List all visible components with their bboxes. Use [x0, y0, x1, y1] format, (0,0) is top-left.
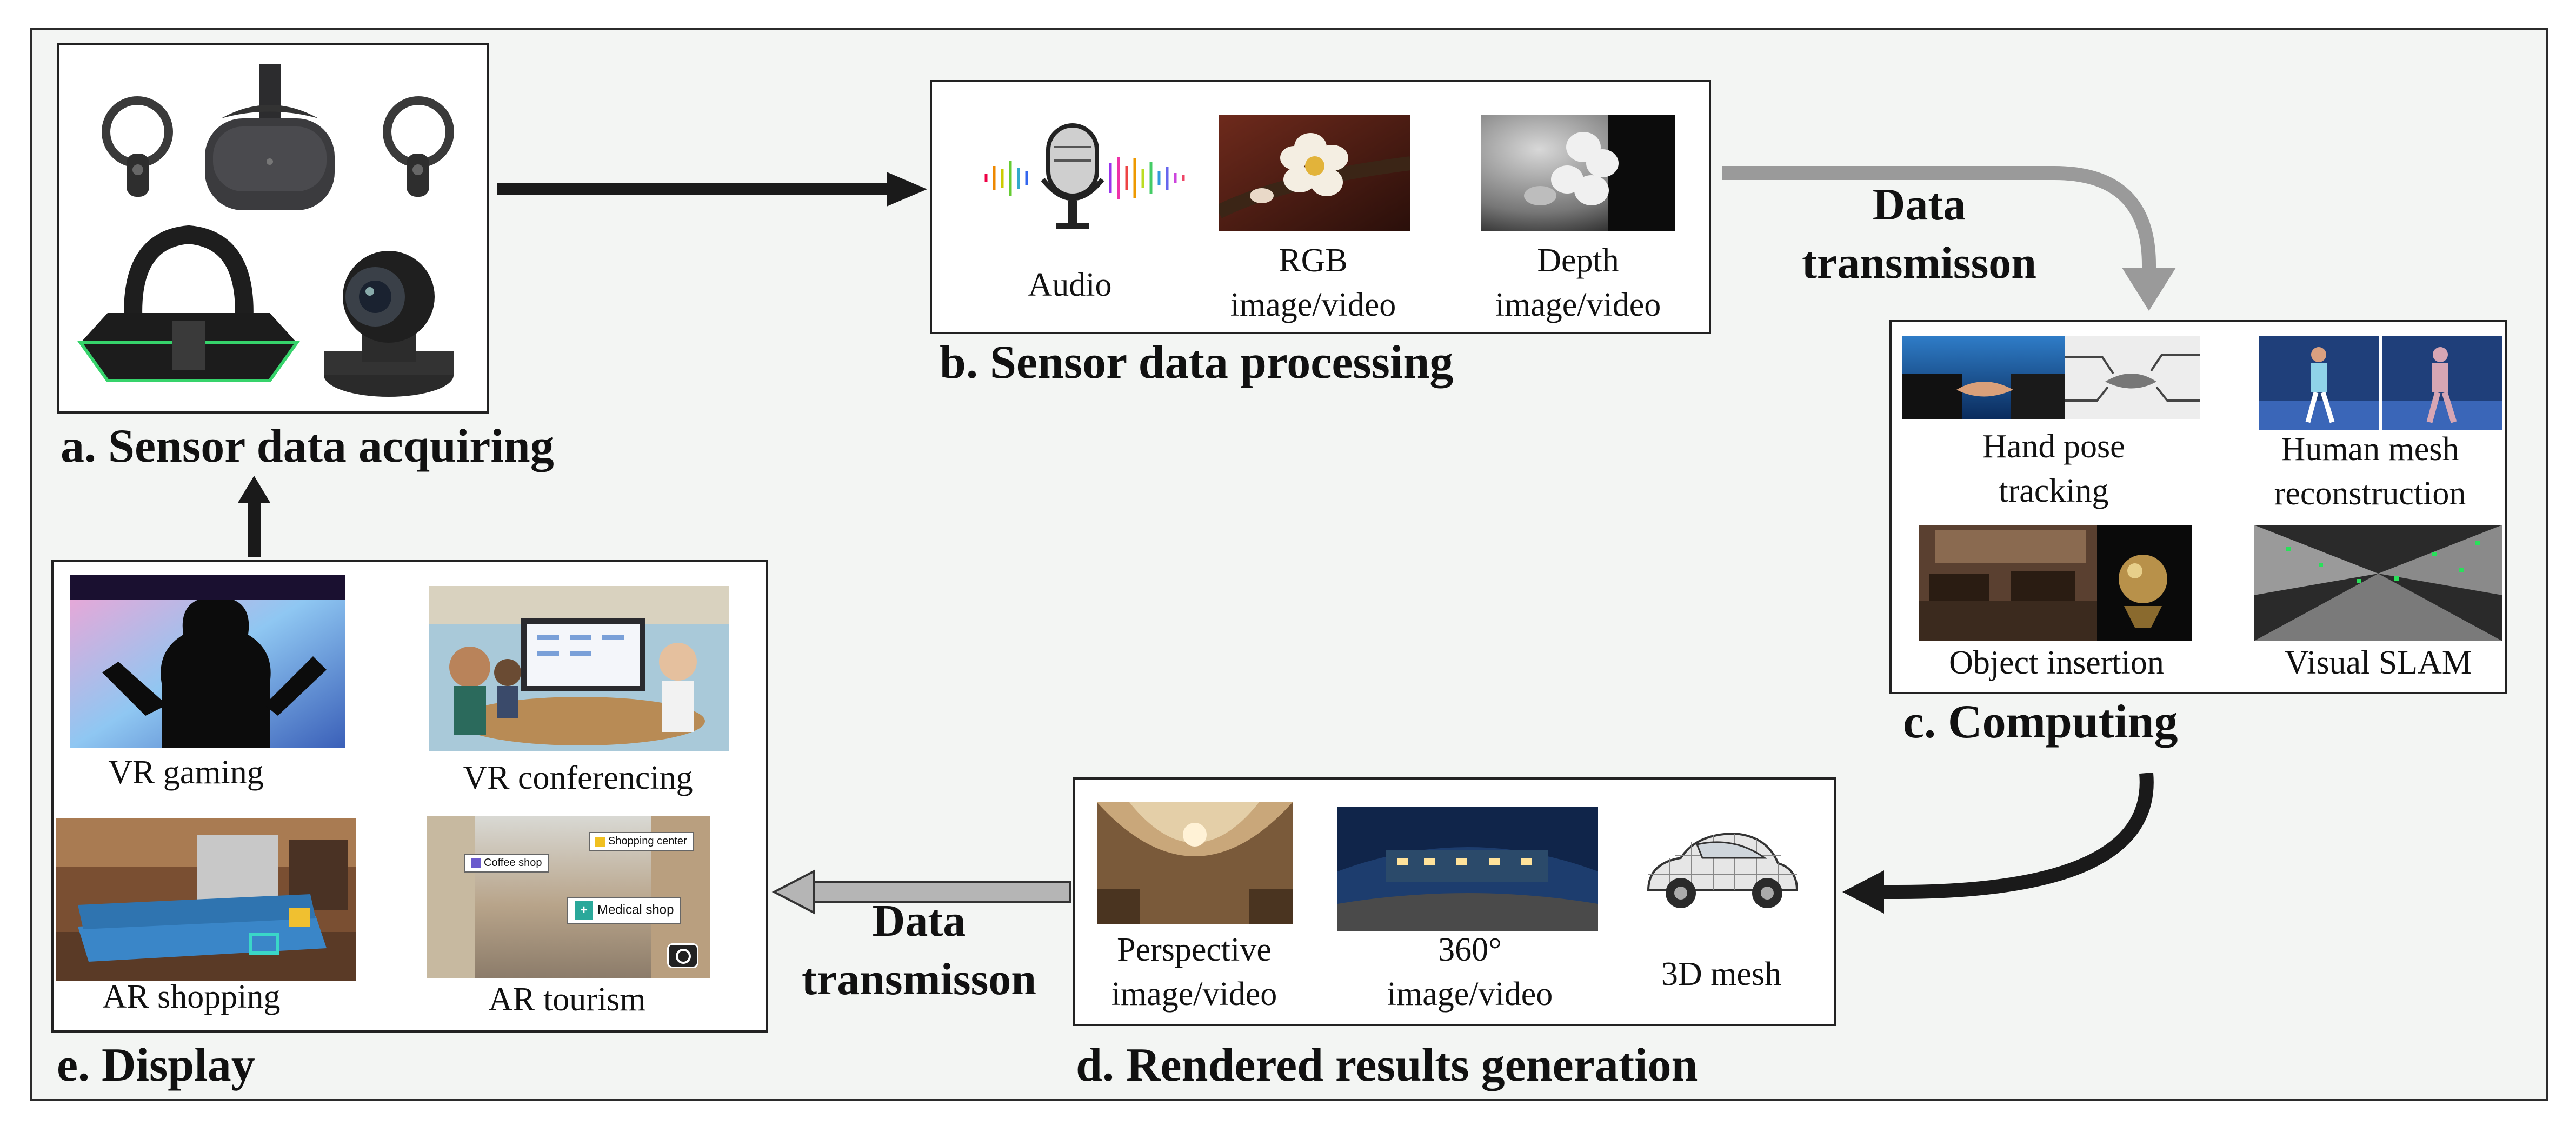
hand-pose-label: Hand pose tracking	[1982, 428, 2125, 509]
rendered-results-box: Perspective image/video 360° image/video…	[1073, 777, 1836, 1026]
coffee-icon	[471, 858, 481, 868]
section-c-title: c. Computing	[1903, 696, 2178, 748]
ar-tag-medical: +Medical shop	[567, 897, 682, 924]
arrow-acquire-to-process	[497, 172, 927, 207]
vr-conferencing-image	[429, 586, 729, 751]
section-e-title: e. Display	[57, 1039, 255, 1091]
microphone-waveform-image	[984, 123, 1185, 229]
arrow-display-to-acquire	[238, 476, 270, 557]
camera-sensor-image	[324, 251, 454, 397]
ar-shopping-image	[56, 818, 356, 981]
visual-slam-label: Visual SLAM	[2285, 644, 2472, 681]
object-insertion-label: Object insertion	[1949, 644, 2164, 681]
ar-tourism-image: Coffee shop Shopping center +Medical sho…	[427, 816, 710, 978]
perspective-label: Perspective image/video	[1111, 931, 1277, 1013]
3d-mesh-label: 3D mesh	[1661, 956, 1782, 993]
audio-label: Audio	[1028, 267, 1112, 303]
human-mesh-reconstruction-image	[2259, 336, 2502, 430]
vr-controller-left-image	[102, 96, 173, 197]
section-b-title: b. Sensor data processing	[940, 336, 1454, 389]
depth-image-thumbnail	[1481, 115, 1675, 231]
depth-label: Depth image/video	[1495, 242, 1661, 323]
rgb-image-thumbnail	[1219, 115, 1410, 231]
human-mesh-label: Human mesh reconstruction	[2274, 431, 2466, 512]
ar-tag-coffee: Coffee shop	[464, 854, 549, 873]
shopping-bag-icon	[595, 836, 605, 847]
data-transmission-label-bottom: Data transmisson	[801, 896, 1037, 1004]
display-box: VR gaming VR conferencing AR shopping Co…	[51, 560, 768, 1033]
arrow-compute-to-render	[1842, 772, 2154, 914]
vr-treadmill-image	[77, 225, 300, 382]
sensor-acquiring-box	[57, 43, 489, 414]
arrow-render-to-display	[771, 869, 1071, 915]
ar-shopping-label: AR shopping	[102, 978, 281, 1015]
data-transmission-label-top: Data transmisson	[1801, 179, 2037, 288]
computing-box: Hand pose tracking Human mesh reconstruc…	[1889, 320, 2507, 694]
rgb-label: RGB image/video	[1230, 242, 1396, 323]
360-label: 360° image/video	[1387, 931, 1553, 1013]
visual-slam-image	[2254, 525, 2502, 641]
ar-tourism-label: AR tourism	[488, 981, 646, 1018]
vr-headset-image	[205, 64, 335, 210]
3d-mesh-car-image	[1647, 832, 1799, 908]
ar-tag-shopping: Shopping center	[589, 832, 694, 851]
perspective-image-thumbnail	[1097, 802, 1293, 924]
section-d-title: d. Rendered results generation	[1076, 1039, 1698, 1091]
camera-icon	[667, 943, 698, 968]
vr-conferencing-label: VR conferencing	[463, 760, 693, 796]
section-a-title: a. Sensor data acquiring	[61, 420, 554, 472]
vr-controller-right-image	[383, 96, 454, 197]
360-image-thumbnail	[1337, 807, 1598, 931]
sensor-processing-box: Audio RGB image/video Depth image/video	[930, 80, 1711, 334]
vr-gaming-label: VR gaming	[108, 754, 264, 791]
medical-cross-icon: +	[575, 901, 593, 920]
object-insertion-image	[1919, 525, 2192, 641]
arrow-process-to-compute	[1722, 166, 2176, 311]
vr-gaming-image	[70, 575, 345, 748]
hand-pose-tracking-image	[1902, 336, 2200, 419]
